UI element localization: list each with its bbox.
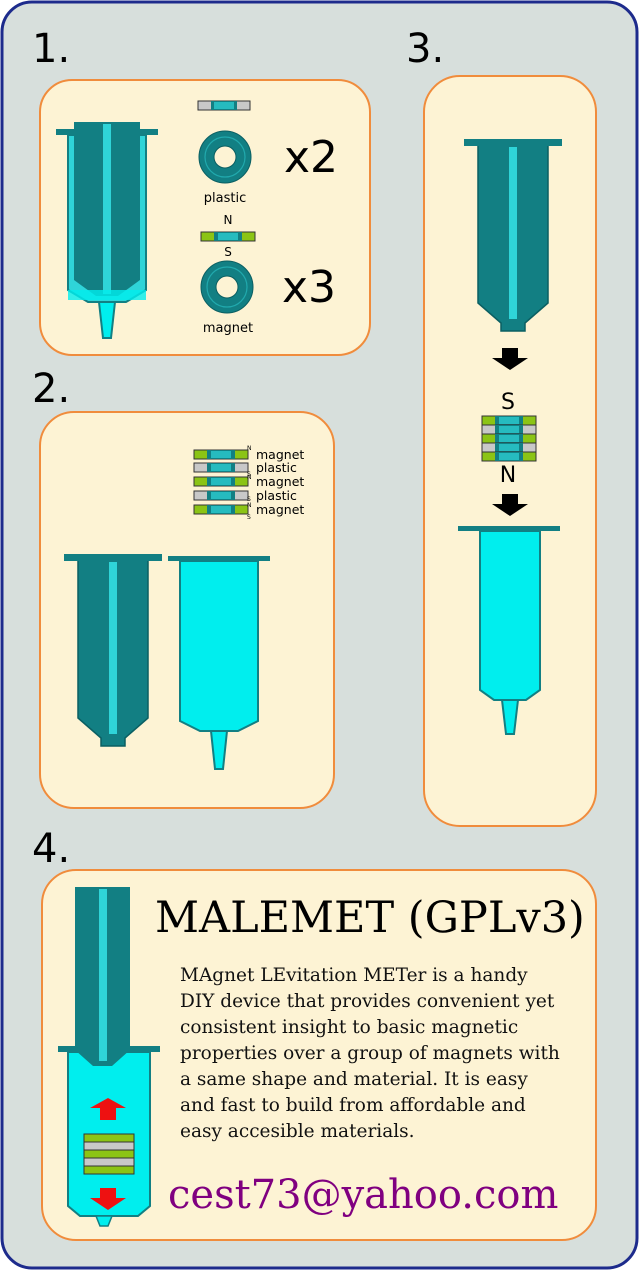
- stack-pole-3: N: [247, 474, 252, 481]
- plunger-insert: [463, 138, 563, 332]
- magnet-stack-insert: [481, 415, 537, 462]
- step-number-4: 4.: [32, 826, 70, 872]
- levitating-stack: [83, 1133, 135, 1175]
- stack-pole-4: S: [247, 496, 251, 503]
- step-number-1: 1.: [32, 26, 70, 72]
- stack-label-4: plastic: [256, 488, 297, 503]
- stack-label-1: magnet: [256, 447, 304, 462]
- panel-1: x2 plastic N S x3 magnet: [39, 79, 371, 356]
- panel-4-background: [41, 869, 597, 1241]
- barrel-receive: [458, 526, 560, 735]
- description-line-6: and fast to build from affordable and: [180, 1095, 526, 1116]
- stack-bar-1: [193, 449, 249, 460]
- plastic-ring-icon: [198, 130, 252, 184]
- plastic-label: plastic: [204, 191, 246, 206]
- stack-pole-2: S: [247, 471, 251, 478]
- panel-2: N S N S N S magnet plastic magnet plasti…: [39, 411, 335, 809]
- contact-email[interactable]: cest73@yahoo.com: [168, 1172, 558, 1218]
- stack-pole-top: S: [501, 390, 515, 415]
- magnet-side: [200, 231, 256, 242]
- description-line-7: easy accesible materials.: [180, 1121, 415, 1142]
- plastic-spacer-side: [197, 100, 251, 111]
- stack-label-2: plastic: [256, 460, 297, 475]
- description-line-5: a same shape and material. It is easy: [180, 1069, 528, 1090]
- stack-bar-3: [193, 476, 249, 487]
- description-line-2: DIY device that provides convenient yet: [180, 991, 555, 1012]
- plunger-separate: [63, 553, 163, 747]
- stack-label-3: magnet: [256, 474, 304, 489]
- stack-bar-2: [193, 462, 249, 473]
- syringe-assembled: [56, 122, 158, 339]
- panel-3: S N: [423, 75, 597, 827]
- stack-pole-5: N: [247, 502, 252, 509]
- device-assembled: [58, 887, 160, 1227]
- stack-pole-1: N: [247, 445, 252, 452]
- repel-arrow-up-icon: [90, 1098, 126, 1120]
- panel-4: MALEMET (GPLv3) MAgnet LEvitation METer …: [41, 869, 597, 1241]
- stack-bar-5: [193, 504, 249, 515]
- magnet-ring-icon: [200, 260, 254, 314]
- magnet-label: magnet: [203, 321, 253, 336]
- stack-bar-4: [193, 490, 249, 501]
- magnet-count: x3: [282, 262, 336, 313]
- description-line-4: properties over a group of magnets with: [180, 1043, 560, 1064]
- stack-label-5: magnet: [256, 502, 304, 517]
- magnet-pole-north: N: [224, 213, 233, 227]
- device-title: MALEMET (GPLv3): [155, 893, 585, 943]
- repel-arrow-down-icon: [90, 1188, 126, 1210]
- description-line-3: consistent insight to basic magnetic: [180, 1017, 518, 1038]
- magnet-pole-south: S: [224, 245, 232, 259]
- plastic-count: x2: [284, 132, 338, 183]
- stack-pole-bottom: N: [500, 463, 516, 488]
- step-number-3: 3.: [406, 26, 444, 72]
- description-line-1: MAgnet LEvitation METer is a handy: [180, 965, 528, 986]
- stack-pole-6: S: [247, 514, 251, 521]
- step-number-2: 2.: [32, 366, 70, 412]
